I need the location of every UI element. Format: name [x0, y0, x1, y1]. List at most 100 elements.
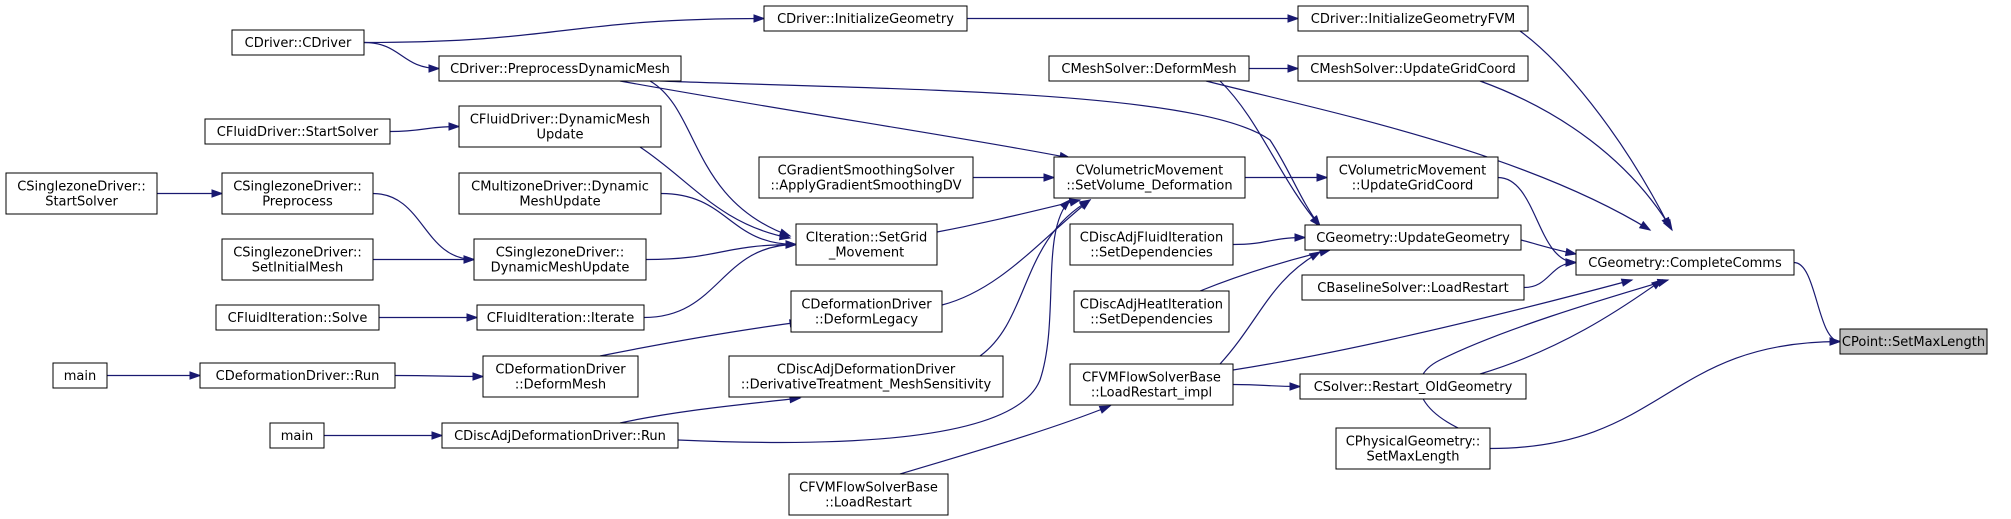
node-label: CVolumetricMovement: [1076, 164, 1224, 179]
node-label: main: [281, 429, 313, 444]
node-label: CDiscAdjFluidIteration: [1080, 231, 1223, 246]
node-cfluiditer-solve[interactable]: CFluidIteration::Solve: [215, 304, 380, 331]
node-cmesh-updategrid[interactable]: CMeshSolver::UpdateGridCoord: [1297, 55, 1529, 82]
node-cgrad-apply[interactable]: CGradientSmoothingSolver::ApplyGradientS…: [758, 156, 974, 199]
edge-cfvm_loadimpl-to-cgeo_complete: [1232, 278, 1634, 371]
node-label: ::UpdateGridCoord: [1352, 179, 1473, 194]
node-csolver-restart[interactable]: CSolver::Restart_OldGeometry: [1299, 373, 1527, 400]
node-cdriver-preproc[interactable]: CDriver::PreprocessDynamicMesh: [438, 55, 682, 82]
node-cdriver-cdriver[interactable]: CDriver::CDriver: [231, 29, 365, 56]
node-csingle-setinit[interactable]: CSinglezoneDriver::SetInitialMesh: [221, 238, 374, 281]
edge-cphysgeo_setmax-to-cp_setmax: [1489, 337, 1842, 450]
edge-cfvm_loadimpl-to-csolver_restart: [1232, 382, 1302, 391]
node-cdriver-initgeofvm[interactable]: CDriver::InitializeGeometryFVM: [1297, 5, 1529, 32]
node-label: CBaselineSolver::LoadRestart: [1317, 281, 1509, 296]
edge-cgeo_complete-to-cp_setmax: [1793, 261, 1842, 346]
edge-cphysgeo_setmax-to-cgeo_complete: [1419, 278, 1670, 441]
node-label: ::LoadRestart_impl: [1091, 386, 1212, 401]
node-cdefdrv-deflegacy[interactable]: CDeformationDriver::DeformLegacy: [790, 290, 943, 333]
node-cdadef-run[interactable]: CDiscAdjDeformationDriver::Run: [441, 422, 679, 449]
node-label: Preprocess: [262, 195, 333, 210]
node-cbaseline-load[interactable]: CBaselineSolver::LoadRestart: [1301, 274, 1525, 301]
edge-cdriver_initgeo-to-cdriver_initgeofvm: [967, 14, 1300, 23]
node-label: main: [64, 369, 96, 384]
node-cmesh-deform[interactable]: CMeshSolver::DeformMesh: [1048, 55, 1250, 82]
node-cgeo-update[interactable]: CGeometry::UpdateGeometry: [1304, 224, 1522, 251]
node-cvol-setvolume[interactable]: CVolumetricMovement::SetVolume_Deformati…: [1053, 156, 1246, 199]
node-main-2[interactable]: main: [269, 422, 325, 449]
node-cmulti-dynmesh[interactable]: CMultizoneDriver::DynamicMeshUpdate: [458, 172, 662, 215]
node-label: StartSolver: [45, 195, 118, 210]
node-cdefdrv-defmesh[interactable]: CDeformationDriver::DeformMesh: [482, 355, 639, 398]
edge-cgeo_update-to-cgeo_complete: [1520, 239, 1578, 257]
node-label: CDriver::InitializeGeometry: [777, 12, 954, 27]
node-label: CIteration::SetGrid: [806, 231, 928, 246]
node-label: CPhysicalGeometry::: [1346, 435, 1481, 450]
node-label: CDiscAdjHeatIteration: [1080, 298, 1223, 313]
node-cdafluid-setdep[interactable]: CDiscAdjFluidIteration::SetDependencies: [1069, 223, 1234, 266]
edge-cdadef_run-to-cdadef_deriv: [619, 395, 802, 424]
node-label: CSinglezoneDriver::: [17, 180, 146, 195]
node-cdriver-initgeo[interactable]: CDriver::InitializeGeometry: [763, 5, 968, 32]
node-label: CGeometry::CompleteComms: [1588, 256, 1782, 271]
node-label: CDeformationDriver::Run: [216, 369, 380, 384]
edge-cvol_updategrid-to-cgeo_complete: [1497, 176, 1578, 267]
node-cp-setmax[interactable]: CPoint::SetMaxLength: [1839, 328, 1988, 355]
edge-cdadef_deriv-to-cvol_setvolume: [979, 199, 1092, 357]
edge-csingle_dynmesh-to-citer_setgrid: [645, 240, 798, 261]
call-edges: [107, 14, 1842, 475]
node-cphysgeo-setmax[interactable]: CPhysicalGeometry::SetMaxLength: [1335, 427, 1491, 470]
node-label: CDeformationDriver: [495, 363, 626, 378]
edge-cdefdrv_run-to-cdefdrv_defmesh: [394, 372, 485, 381]
node-main-1[interactable]: main: [52, 362, 108, 389]
edge-cfluiditer_iterate-to-citer_setgrid: [643, 240, 798, 319]
node-cdadef-deriv[interactable]: CDiscAdjDeformationDriver::DerivativeTre…: [728, 355, 1004, 398]
node-cfvm-loadimpl[interactable]: CFVMFlowSolverBase::LoadRestart_impl: [1069, 363, 1234, 406]
edge-cdafluid_setdep-to-cgeo_update: [1232, 233, 1307, 246]
edge-cmesh_deform-to-cgeo_complete: [1205, 80, 1652, 231]
node-label: CDriver::CDriver: [245, 36, 352, 51]
node-label: CFluidDriver::StartSolver: [217, 125, 379, 140]
node-cdaheat-setdep[interactable]: CDiscAdjHeatIteration::SetDependencies: [1073, 290, 1230, 333]
node-cfluiditer-iterate[interactable]: CFluidIteration::Iterate: [476, 304, 645, 331]
edge-csingle_setinit-to-csingle_dynmesh: [373, 255, 476, 264]
node-cgeo-complete[interactable]: CGeometry::CompleteComms: [1575, 249, 1795, 276]
node-cdefdrv-run[interactable]: CDeformationDriver::Run: [199, 362, 396, 389]
edge-cdriver_preproc-to-cgeo_update: [659, 80, 1321, 228]
node-label: DynamicMeshUpdate: [491, 261, 630, 276]
edge-csingle_startsolver-to-csingle_preproc: [156, 189, 224, 198]
node-csingle-dynmesh[interactable]: CSinglezoneDriver::DynamicMeshUpdate: [473, 238, 647, 281]
node-label: CMultizoneDriver::Dynamic: [471, 180, 649, 195]
edge-cbaseline_load-to-cgeo_complete: [1523, 258, 1578, 289]
edge-cfluid_start-to-cfluid_dynmesh: [389, 122, 461, 133]
node-cvol-updategrid[interactable]: CVolumetricMovement::UpdateGridCoord: [1326, 156, 1499, 199]
node-label: CGradientSmoothingSolver: [778, 164, 955, 179]
edge-main_2-to-cdadef_run: [323, 431, 444, 440]
edge-cmulti_dynmesh-to-citer_setgrid: [660, 192, 798, 249]
node-cfluid-start[interactable]: CFluidDriver::StartSolver: [204, 118, 391, 145]
edge-cdriver_cdriver-to-cdriver_preproc: [363, 41, 441, 73]
node-label: CFVMFlowSolverBase: [1082, 371, 1221, 386]
node-cfvm-load[interactable]: CFVMFlowSolverBase::LoadRestart: [788, 473, 949, 516]
node-label: CFluidIteration::Solve: [228, 311, 368, 326]
node-citer-setgrid[interactable]: CIteration::SetGrid_Movement: [795, 223, 938, 266]
node-label: Update: [536, 128, 583, 143]
node-label: CGeometry::UpdateGeometry: [1316, 231, 1510, 246]
node-label: CFVMFlowSolverBase: [799, 481, 938, 496]
call-nodes: CPoint::SetMaxLength CGeometry::CompleteC…: [5, 5, 1988, 516]
node-label: ::DeformMesh: [515, 378, 606, 393]
node-label: ::SetDependencies: [1090, 313, 1213, 328]
node-csingle-startsolver[interactable]: CSinglezoneDriver::StartSolver: [5, 172, 158, 215]
node-label: SetInitialMesh: [252, 261, 344, 276]
node-label: ::SetVolume_Deformation: [1066, 179, 1232, 194]
edge-cfluid_dynmesh-to-citer_setgrid: [639, 146, 792, 241]
edge-cgrad_apply-to-cvol_setvolume: [973, 173, 1056, 182]
edge-cdriver_initgeofvm-to-cgeo_complete: [1519, 30, 1671, 230]
node-label: CFluidIteration::Iterate: [487, 311, 635, 326]
node-label: CDiscAdjDeformationDriver: [777, 363, 956, 378]
node-cfluid-dynmesh[interactable]: CFluidDriver::DynamicMeshUpdate: [458, 105, 662, 148]
node-label: CDriver::InitializeGeometryFVM: [1311, 12, 1515, 27]
node-label: CDriver::PreprocessDynamicMesh: [450, 62, 670, 77]
node-csingle-preproc[interactable]: CSinglezoneDriver::Preprocess: [221, 172, 374, 215]
